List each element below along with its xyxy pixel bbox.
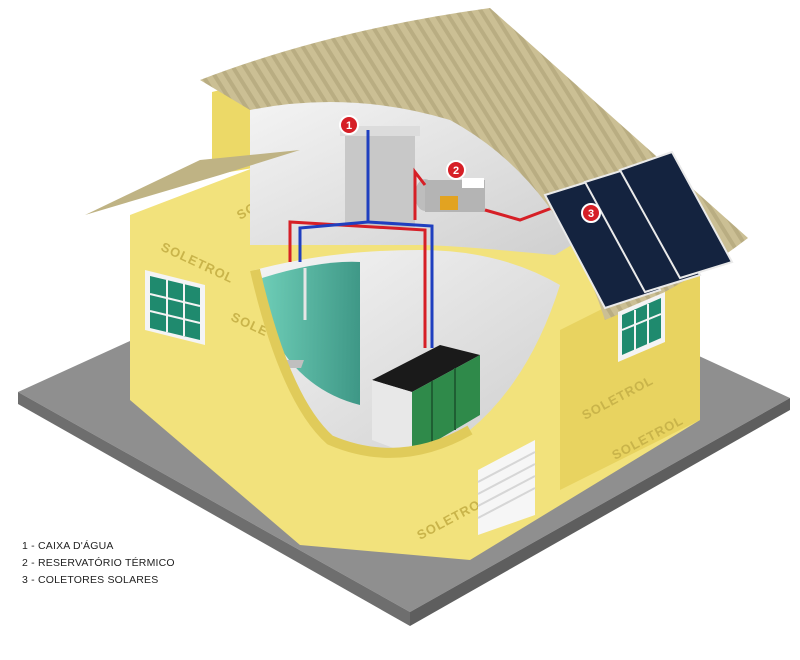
svg-text:2: 2 bbox=[453, 165, 459, 177]
solar-circuit-pipe bbox=[484, 203, 561, 222]
svg-text:1: 1 bbox=[346, 120, 352, 132]
water-tank bbox=[345, 132, 415, 227]
roof-left-eave bbox=[85, 150, 300, 215]
ground-slab-edge bbox=[18, 392, 410, 626]
water-tank-top bbox=[340, 126, 420, 136]
solar-panel bbox=[543, 176, 662, 310]
marker-1: 1 bbox=[339, 115, 359, 135]
legend-item-2: 2 - RESERVATÓRIO TÉRMICO bbox=[22, 557, 175, 569]
svg-text:3: 3 bbox=[588, 208, 594, 220]
window-left bbox=[145, 270, 205, 345]
legend-item-3: 3 - COLETORES SOLARES bbox=[22, 574, 159, 586]
legend-item-1: 1 - CAIXA D'ÁGUA bbox=[22, 540, 114, 552]
thermal-reservoir-fitting bbox=[440, 196, 458, 210]
legend: 1 - CAIXA D'ÁGUA 2 - RESERVATÓRIO TÉRMIC… bbox=[22, 538, 175, 589]
marker-3: 3 bbox=[581, 203, 601, 223]
garage-door bbox=[477, 440, 536, 535]
counter-top bbox=[372, 345, 480, 392]
hot-water-pipe bbox=[288, 220, 427, 348]
bathroom-shower-glass bbox=[262, 261, 360, 405]
window-right bbox=[618, 292, 665, 362]
marker-2: 2 bbox=[446, 160, 466, 180]
cut-edge bbox=[250, 268, 473, 458]
ground-slab-edge-right bbox=[410, 398, 790, 626]
cabinet-side bbox=[412, 355, 480, 455]
hot-water-pipe bbox=[413, 167, 427, 220]
thermal-reservoir-label bbox=[462, 178, 484, 188]
solar-collectors bbox=[543, 150, 734, 310]
cabinet-front bbox=[372, 380, 412, 455]
cold-water-pipe bbox=[298, 130, 370, 262]
house-left-wall bbox=[130, 150, 300, 545]
pipes bbox=[288, 130, 561, 348]
solar-panel bbox=[618, 150, 734, 280]
cold-water-pipe bbox=[367, 220, 434, 348]
